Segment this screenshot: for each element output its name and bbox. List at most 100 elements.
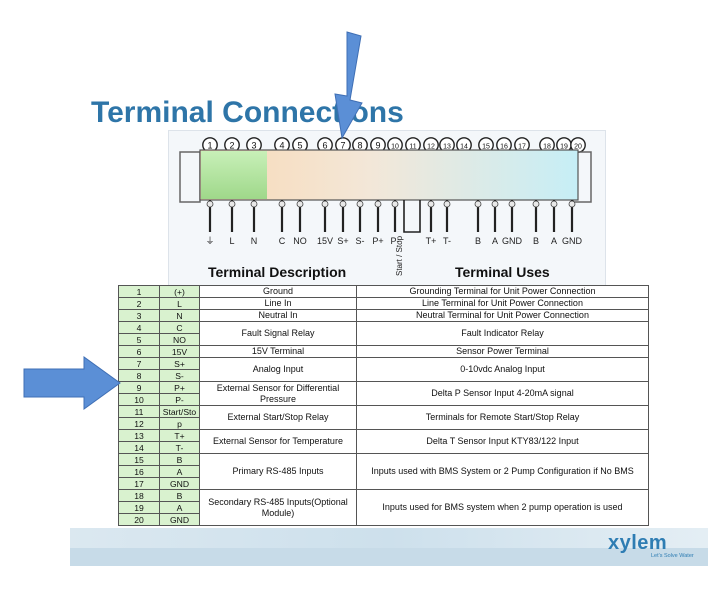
terminal-number: 9	[375, 141, 380, 151]
terminal-no-cell: 1	[118, 285, 160, 298]
terminal-use-cell: Fault Indicator Relay	[356, 321, 649, 346]
terminal-number: 4	[279, 141, 284, 151]
terminal-use-cell: Line Terminal for Unit Power Connection	[356, 297, 649, 310]
terminal-description-cell: Analog Input	[199, 357, 357, 382]
terminal-screw	[296, 200, 304, 208]
terminal-code-cell: S-	[159, 369, 200, 382]
terminal-description-cell: 15V Terminal	[199, 345, 357, 358]
pin-label: N	[251, 236, 258, 246]
terminal-screw	[491, 200, 499, 208]
terminal-no-cell: 17	[118, 477, 160, 490]
terminal-code-cell: p	[159, 417, 200, 430]
terminal-number: 20	[574, 144, 582, 151]
terminal-number: 17	[518, 144, 526, 151]
pin-label: A	[551, 236, 557, 246]
terminal-screw	[278, 200, 286, 208]
pin-label: C	[279, 236, 286, 246]
terminal-block-green-section	[201, 151, 267, 199]
terminal-screw	[391, 200, 399, 208]
logo-tagline: Let's Solve Water	[651, 553, 694, 559]
terminal-screw	[374, 200, 382, 208]
terminal-number: 11	[409, 144, 416, 151]
terminal-code-cell: Start/Sto	[159, 405, 200, 418]
terminal-use-cell: 0-10vdc Analog Input	[356, 357, 649, 382]
pin-label: ⏚	[205, 236, 214, 246]
arrow-down-icon	[334, 31, 363, 140]
pin-label: T+	[426, 236, 437, 246]
terminal-use-cell: Terminals for Remote Start/Stop Relay	[356, 405, 649, 430]
terminal-description-cell: External Sensor for Differential Pressur…	[199, 381, 357, 406]
terminal-screw	[339, 200, 347, 208]
terminal-number: 15	[482, 144, 490, 151]
terminal-number: 18	[543, 144, 551, 151]
terminal-code-cell: A	[159, 465, 200, 478]
terminal-number: 8	[357, 141, 362, 151]
terminal-description-cell: Ground	[199, 285, 357, 298]
terminal-number: 10	[391, 144, 399, 151]
terminal-screw	[532, 200, 540, 208]
terminal-use-cell: Neutral Terminal for Unit Power Connecti…	[356, 309, 649, 322]
terminal-use-cell: Inputs used with BMS System or 2 Pump Co…	[356, 453, 649, 490]
terminal-no-cell: 5	[118, 333, 160, 346]
terminal-no-cell: 7	[118, 357, 160, 370]
header-terminal-description: Terminal Description	[208, 264, 347, 280]
terminal-description-cell: Fault Signal Relay	[199, 321, 357, 346]
terminal-number: 13	[443, 144, 451, 151]
terminal-code-cell: 15V	[159, 345, 200, 358]
terminal-screw	[550, 200, 558, 208]
pin-label: B	[533, 236, 539, 246]
terminal-code-cell: B	[159, 453, 200, 466]
xylem-logo: xylem	[608, 532, 668, 554]
pin-label: A	[492, 236, 498, 246]
terminal-description-cell: Line In	[199, 297, 357, 310]
terminal-use-cell: Delta T Sensor Input KTY83/122 Input	[356, 429, 649, 454]
terminal-no-cell: 20	[118, 513, 160, 526]
terminal-no-cell: 12	[118, 417, 160, 430]
start-stop-label: Start / Stop	[395, 235, 404, 276]
terminal-code-cell: S+	[159, 357, 200, 370]
terminal-description-cell: Primary RS-485 Inputs	[199, 453, 357, 490]
terminal-code-cell: C	[159, 321, 200, 334]
terminal-no-cell: 16	[118, 465, 160, 478]
terminal-screw	[508, 200, 516, 208]
arrow-right-icon	[23, 356, 121, 410]
terminal-no-cell: 9	[118, 381, 160, 394]
terminal-number: 3	[251, 141, 256, 151]
start-stop-bracket	[403, 200, 421, 233]
terminal-code-cell: NO	[159, 333, 200, 346]
terminal-no-cell: 6	[118, 345, 160, 358]
terminal-number: 6	[322, 141, 327, 151]
terminal-no-cell: 2	[118, 297, 160, 310]
header-terminal-uses: Terminal Uses	[455, 264, 550, 280]
terminal-code-cell: P-	[159, 393, 200, 406]
terminal-screw	[443, 200, 451, 208]
terminal-description-cell: External Sensor for Temperature	[199, 429, 357, 454]
pin-label: P+	[372, 236, 383, 246]
terminal-code-cell: N	[159, 309, 200, 322]
footer-wave-band	[70, 548, 708, 566]
terminal-use-cell: Delta P Sensor Input 4-20mA signal	[356, 381, 649, 406]
terminal-no-cell: 10	[118, 393, 160, 406]
terminal-no-cell: 18	[118, 489, 160, 502]
terminal-screw	[356, 200, 364, 208]
terminal-number: 19	[560, 144, 568, 151]
terminal-use-cell: Inputs used for BMS system when 2 pump o…	[356, 489, 649, 526]
terminal-no-cell: 8	[118, 369, 160, 382]
terminal-use-cell: Sensor Power Terminal	[356, 345, 649, 358]
terminal-screw	[321, 200, 329, 208]
terminal-code-cell: GND	[159, 513, 200, 526]
terminal-no-cell: 14	[118, 441, 160, 454]
